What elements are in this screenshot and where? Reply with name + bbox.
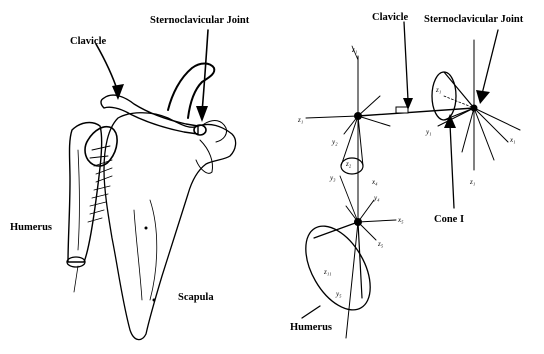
cone-one	[432, 72, 478, 120]
left-label-humerus: Humerus	[10, 222, 52, 233]
axis-label-z-top: z₁	[351, 46, 357, 54]
axis-label-z-left: z₁	[297, 116, 303, 124]
axis-label-y1: y₁	[425, 128, 432, 136]
scapula-bone	[104, 64, 236, 340]
axis-label-y-left: y₂	[331, 138, 338, 146]
axis-label-x1: x₁	[509, 136, 516, 144]
left-label-clavicle: Clavicle	[70, 36, 106, 47]
axis-label-x5: x₅	[397, 216, 404, 224]
axis-label-z5: z₅	[377, 240, 384, 248]
kinematic-model: Clavicle Sternoclavicular Joint Humerus …	[290, 12, 524, 338]
anatomy-illustration: Clavicle Sternoclavicular Joint Humerus …	[10, 15, 250, 340]
axis-label-z-cone-right: z₁	[435, 86, 441, 94]
axis-label-z-cone-left: z₂	[345, 160, 352, 168]
axis-label-y3: y₃	[329, 174, 336, 182]
cone-small	[340, 116, 363, 222]
right-label-joint: Sternoclavicular Joint	[424, 14, 524, 25]
axis-label-z11: z₁₁	[323, 268, 332, 276]
axis-label-y4: y₄	[373, 194, 380, 202]
axis-label-z1-bottom: z₁	[469, 178, 475, 186]
right-label-humerus: Humerus	[290, 322, 332, 333]
left-label-scapula: Scapula	[178, 292, 214, 303]
right-label-clavicle: Clavicle	[372, 12, 408, 23]
left-callouts	[96, 30, 208, 122]
right-label-cone: Cone I	[434, 214, 464, 225]
axis-label-y5: y₅	[335, 290, 342, 298]
left-label-joint: Sternoclavicular Joint	[150, 15, 250, 26]
clavicle-bone	[101, 95, 206, 135]
axis-label-x4: x₄	[371, 178, 378, 186]
